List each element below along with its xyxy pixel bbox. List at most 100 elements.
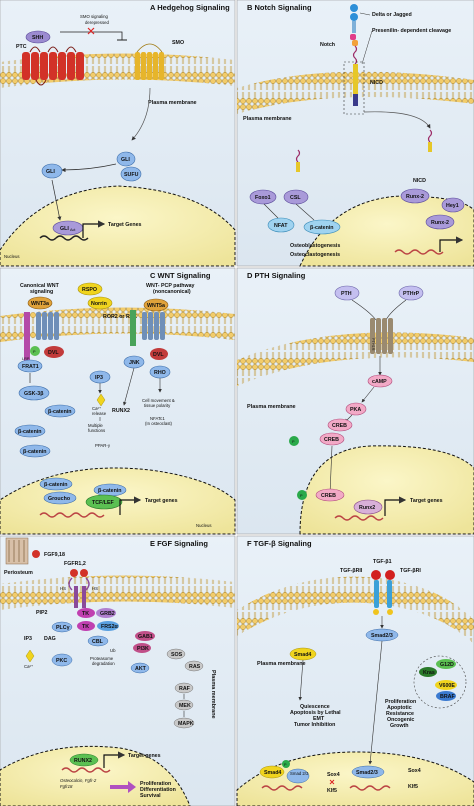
tgfbr1-label: TGF-βRI <box>400 568 421 574</box>
tk1-label: TK <box>82 611 89 617</box>
csl-label: CSL <box>290 195 301 201</box>
nfatc1-label: NFATc1 <box>150 416 165 421</box>
akt-node <box>130 662 150 674</box>
ca-e-burst-icon <box>25 649 35 663</box>
tgfb1-ligand-left <box>371 570 381 580</box>
panel-b: B Notch Signaling Delta or Jagged Notch … <box>236 0 474 267</box>
groucho-node <box>43 491 77 505</box>
ca-e-label: Ca²⁺ <box>24 664 33 669</box>
smo-derepressed-label-1: SMO signaling <box>80 14 109 19</box>
nucleus-e <box>0 745 191 806</box>
p-d1-node <box>289 436 299 446</box>
panel-b-title: B Notch Signaling <box>247 3 312 12</box>
mf1-label: Multiple <box>88 423 103 428</box>
dvl2-label: DVL <box>153 352 164 358</box>
gsk-label: GSK-3β <box>24 391 44 397</box>
dna-f2 <box>349 785 391 791</box>
hs2-label: HS <box>92 586 98 591</box>
wnt5a-node <box>143 298 169 312</box>
grb2-node <box>96 608 116 618</box>
q4-label: Tumor Inhibition <box>294 722 335 728</box>
gli-cyto-label: GLI <box>46 169 55 175</box>
pkc-node <box>51 653 73 667</box>
sox4-block-x-icon <box>329 779 335 785</box>
creb1-label: CREB <box>332 423 347 429</box>
panel-e: E FGF Signaling Periosteum FGF9,18 FGFR1… <box>0 535 236 806</box>
ror2-receptor <box>130 310 136 346</box>
braf-label: BRAF <box>440 694 455 700</box>
bcat1-label: β-catenin <box>48 409 72 415</box>
creb3-label: CREB <box>321 493 336 499</box>
ostc2-label: Fgfr18 <box>60 784 73 789</box>
cbl-node <box>87 635 109 647</box>
pthrp-node <box>398 285 424 301</box>
dna-a <box>39 235 89 241</box>
target-genes-a-label: Target Genes <box>108 222 142 228</box>
canon1-label: Canonical WNT <box>20 283 60 289</box>
creb2-node <box>319 432 345 446</box>
ip3-e-label: IP3 <box>24 636 32 642</box>
sufu-label: SUFU <box>124 172 139 178</box>
frizzled-right <box>142 312 165 340</box>
fgf-label: FGF9,18 <box>44 552 65 558</box>
klf5a-label: Klf5 <box>327 788 337 794</box>
dna-f1 <box>261 785 303 791</box>
bcat4-label: β-catenin <box>44 482 68 488</box>
pcp2-label: (noncanonical) <box>153 289 191 295</box>
ostc1-label: Osteocalcin, Fgfr-2 <box>60 778 97 783</box>
pr5-label: Growth <box>390 723 409 729</box>
membrane-f <box>237 576 474 644</box>
gli-act-sub-label: Act <box>70 228 76 232</box>
smad4n-label: Smad4 <box>264 770 281 776</box>
lrp-receptor: LRP <box>22 312 30 362</box>
pr2-label: Apoptotic <box>387 705 412 711</box>
ptc-label: PTC <box>16 44 27 50</box>
wnt5a-label: WNT5a <box>147 303 165 309</box>
dvl1-label: DVL <box>48 350 59 356</box>
bcat3-label: β-catenin <box>23 449 47 455</box>
tgfb1-ligand-right <box>385 570 395 580</box>
shh-label: SHH <box>32 35 43 41</box>
ca-burst-icon <box>96 393 106 407</box>
panel-f: F TGF-β Signaling TGF-β1 TGF-βRII TGF-βR… <box>236 535 474 806</box>
p-d1-label: P <box>292 440 295 444</box>
nfat-label: NFAT <box>274 223 288 229</box>
membrane-e <box>0 575 235 610</box>
smad23n2-label: Smad2/3 <box>356 770 378 776</box>
bcat2-node <box>14 424 46 438</box>
nicd-frag2 <box>295 149 301 172</box>
nucleus-b <box>299 195 474 267</box>
akt-label: AKT <box>135 666 147 672</box>
smad23n-label: Smad 2/3 <box>290 771 309 776</box>
ca-c-label: Ca²⁺ <box>92 406 101 411</box>
pr4-label: Oncogenic <box>387 717 414 723</box>
braf-node <box>436 691 456 701</box>
frs2-node <box>97 621 119 631</box>
bcatenin-b-node <box>303 219 341 235</box>
smo-label: SMO <box>172 40 184 46</box>
gli-complex-label: GLI <box>121 157 130 163</box>
klf5b-label: Klf5 <box>408 784 418 790</box>
gab1-label: GAB1 <box>138 634 153 640</box>
pkc-label: PKC <box>56 658 67 664</box>
kras-braf-box <box>413 655 467 709</box>
sos-label: SOS <box>171 652 183 658</box>
notch-label: Notch <box>320 42 335 48</box>
gli-act-label: GLI <box>60 226 69 232</box>
sos-node <box>166 648 186 660</box>
delta-ligand <box>350 4 358 33</box>
g12d-node <box>436 659 456 669</box>
grb2-label: GRB2 <box>100 611 115 617</box>
gli-cyto-node <box>41 163 63 179</box>
dna-d <box>334 515 384 521</box>
plasma-membrane-e-label: Plasma membrane <box>210 670 216 719</box>
frat-label: FRAT1 <box>22 364 39 370</box>
ppar-label: PPAR-γ <box>95 443 111 448</box>
wnt3a-node <box>27 296 53 310</box>
pip2-label: PIP2 <box>36 610 48 616</box>
hey1-label: Hey1 <box>446 203 459 209</box>
pi3k-label: PI3K <box>137 646 149 652</box>
prot1-label: Proteasome <box>90 656 114 661</box>
raf-label: RAF <box>179 686 191 692</box>
